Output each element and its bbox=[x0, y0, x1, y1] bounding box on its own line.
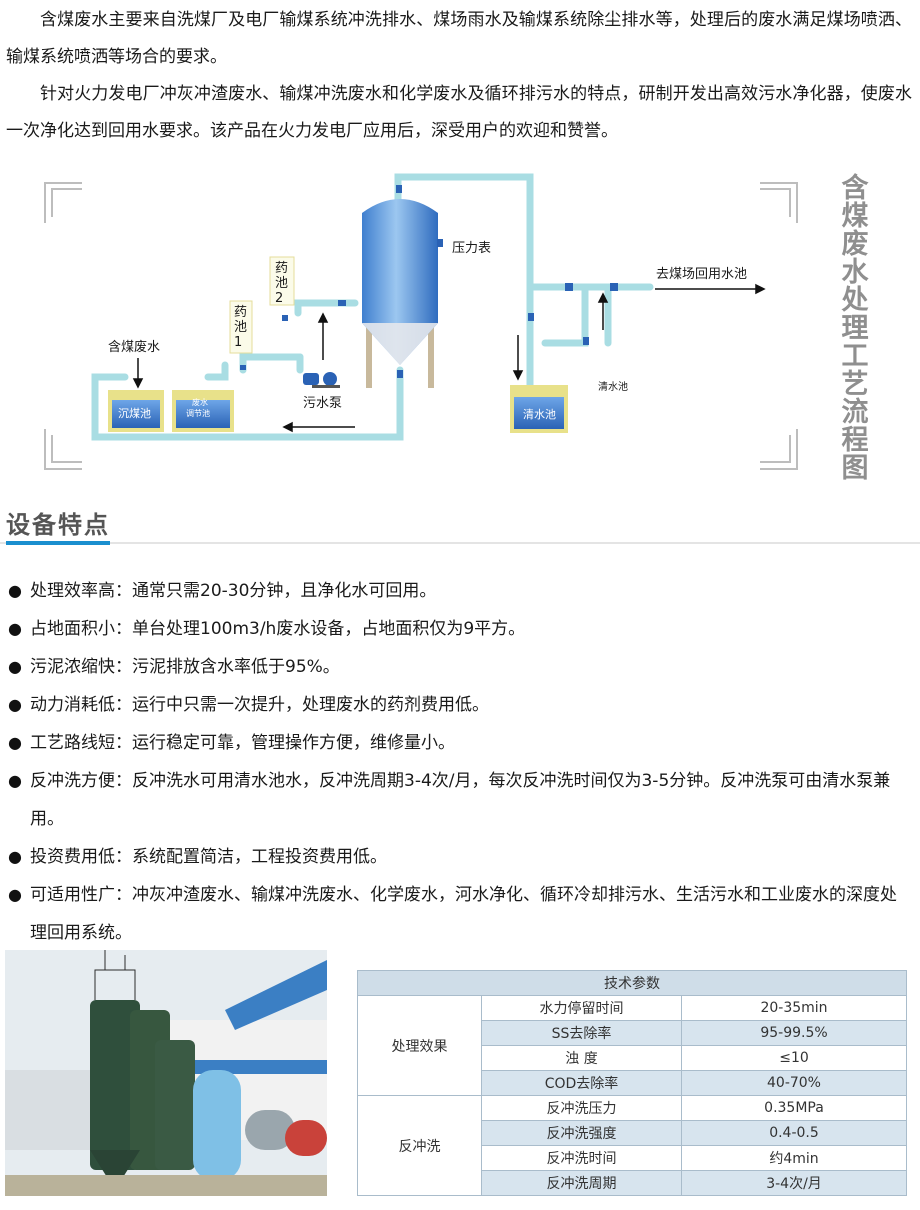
param-name: COD去除率 bbox=[481, 1070, 682, 1096]
feature-item: 工艺路线短：运行稳定可靠，管理操作方便，维修量小。 bbox=[8, 724, 912, 762]
wash-tank bbox=[108, 390, 164, 432]
param-name: 水力停留时间 bbox=[481, 995, 682, 1021]
intro-paragraph-1: 含煤废水主要来自洗煤厂及电厂输煤系统冲洗排水、煤场雨水及输煤系统除尘排水等，处理… bbox=[6, 10, 912, 67]
label-dose-tank-2: 药池2 bbox=[275, 261, 289, 306]
feature-item: 占地面积小：单台处理100m3/h废水设备，占地面积仅为9平方。 bbox=[8, 610, 912, 648]
group-label: 处理效果 bbox=[357, 995, 482, 1096]
flow-diagram-svg bbox=[44, 173, 798, 470]
param-value: 0.4-0.5 bbox=[681, 1120, 907, 1146]
technical-parameters-table: 技术参数 处理效果 水力停留时间 20-35min SS去除率 95-99.5%… bbox=[357, 970, 907, 1196]
param-name: SS去除率 bbox=[481, 1020, 682, 1046]
table-row: COD去除率 40-70% bbox=[358, 1070, 907, 1096]
frame-brackets bbox=[44, 182, 798, 470]
flow-diagram-title: 含煤废水处理工艺流程图 bbox=[841, 173, 869, 484]
param-name: 反冲洗时间 bbox=[481, 1145, 682, 1171]
adjust-tank bbox=[172, 390, 234, 432]
clean-tank bbox=[510, 385, 568, 433]
valves bbox=[240, 185, 618, 378]
label-clean-tank: 清水池 bbox=[523, 408, 556, 421]
section-divider bbox=[0, 542, 920, 544]
param-name: 浊 度 bbox=[481, 1045, 682, 1071]
equipment-photo-illustration bbox=[5, 950, 327, 1196]
label-adjust-tank-2: 调节池 bbox=[186, 409, 210, 418]
param-value: ≤10 bbox=[681, 1045, 907, 1071]
param-name: 反冲洗压力 bbox=[481, 1095, 682, 1121]
table-header: 技术参数 bbox=[357, 970, 907, 996]
intro-paragraph-2: 针对火力发电厂冲灰冲渣废水、输煤冲洗废水和化学废水及循环排污水的特点，研制开发出… bbox=[6, 84, 912, 141]
label-dose-tank-1: 药池1 bbox=[234, 305, 248, 350]
table-row: 处理效果 水力停留时间 20-35min bbox=[357, 995, 907, 1096]
section-title: 设备特点 bbox=[6, 511, 110, 539]
table-row: 反冲洗周期 3-4次/月 bbox=[358, 1170, 907, 1196]
param-value: 40-70% bbox=[681, 1070, 907, 1096]
pump-icon bbox=[303, 372, 340, 388]
param-value: 3-4次/月 bbox=[681, 1170, 907, 1196]
table-row: 反冲洗 反冲洗压力 0.35MPa bbox=[357, 1095, 907, 1196]
feature-item: 投资费用低：系统配置简洁，工程投资费用低。 bbox=[8, 838, 912, 876]
feature-list: 处理效率高：通常只需20-30分钟，且净化水可回用。 占地面积小：单台处理100… bbox=[8, 572, 912, 952]
label-influent: 含煤废水 bbox=[108, 340, 161, 355]
intro-text: 含煤废水主要来自洗煤厂及电厂输煤系统冲洗排水、煤场雨水及输煤系统除尘排水等，处理… bbox=[6, 2, 912, 150]
purifier-vessel bbox=[362, 199, 438, 388]
label-adjust-tank-1: 废水 bbox=[192, 398, 208, 407]
feature-item: 处理效率高：通常只需20-30分钟，且净化水可回用。 bbox=[8, 572, 912, 610]
equipment-photo bbox=[5, 950, 327, 1196]
param-value: 20-35min bbox=[681, 995, 907, 1021]
param-name: 反冲洗强度 bbox=[481, 1120, 682, 1146]
label-clean-pool: 清水池 bbox=[598, 382, 628, 393]
feature-item: 反冲洗方便：反冲洗水可用清水池水，反冲洗周期3-4次/月，每次反冲洗时间仅为3-… bbox=[8, 762, 912, 838]
flow-arrows bbox=[132, 283, 766, 433]
table-row: 反冲洗强度 0.4-0.5 bbox=[358, 1120, 907, 1146]
feature-item: 污泥浓缩快：污泥排放含水率低于95%。 bbox=[8, 648, 912, 686]
table-row: 浊 度 ≤10 bbox=[358, 1045, 907, 1071]
param-value: 95-99.5% bbox=[681, 1020, 907, 1046]
label-outlet: 去煤场回用水池 bbox=[656, 267, 748, 282]
table-row: SS去除率 95-99.5% bbox=[358, 1020, 907, 1046]
label-gauge: 压力表 bbox=[452, 241, 492, 256]
section-divider-accent bbox=[6, 541, 110, 545]
group-label: 反冲洗 bbox=[357, 1095, 482, 1196]
label-wash-tank: 沉煤池 bbox=[118, 407, 151, 420]
table-header-row: 技术参数 bbox=[357, 970, 907, 996]
label-pump: 污水泵 bbox=[303, 396, 343, 411]
param-value: 0.35MPa bbox=[681, 1095, 907, 1121]
param-value: 约4min bbox=[681, 1145, 907, 1171]
dose-tank-1 bbox=[229, 300, 253, 354]
dose-tank-2 bbox=[269, 256, 295, 306]
feature-item: 动力消耗低：运行中只需一次提升，处理废水的药剂费用低。 bbox=[8, 686, 912, 724]
process-flow-diagram: 含煤废水 沉煤池 废水 调节池 药池1 药池2 污水泵 压力表 去煤场回用水池 … bbox=[0, 165, 920, 485]
param-name: 反冲洗周期 bbox=[481, 1170, 682, 1196]
feature-item: 可适用性广：冲灰冲渣废水、输煤冲洗废水、化学废水，河水净化、循环冷却排污水、生活… bbox=[8, 876, 912, 952]
